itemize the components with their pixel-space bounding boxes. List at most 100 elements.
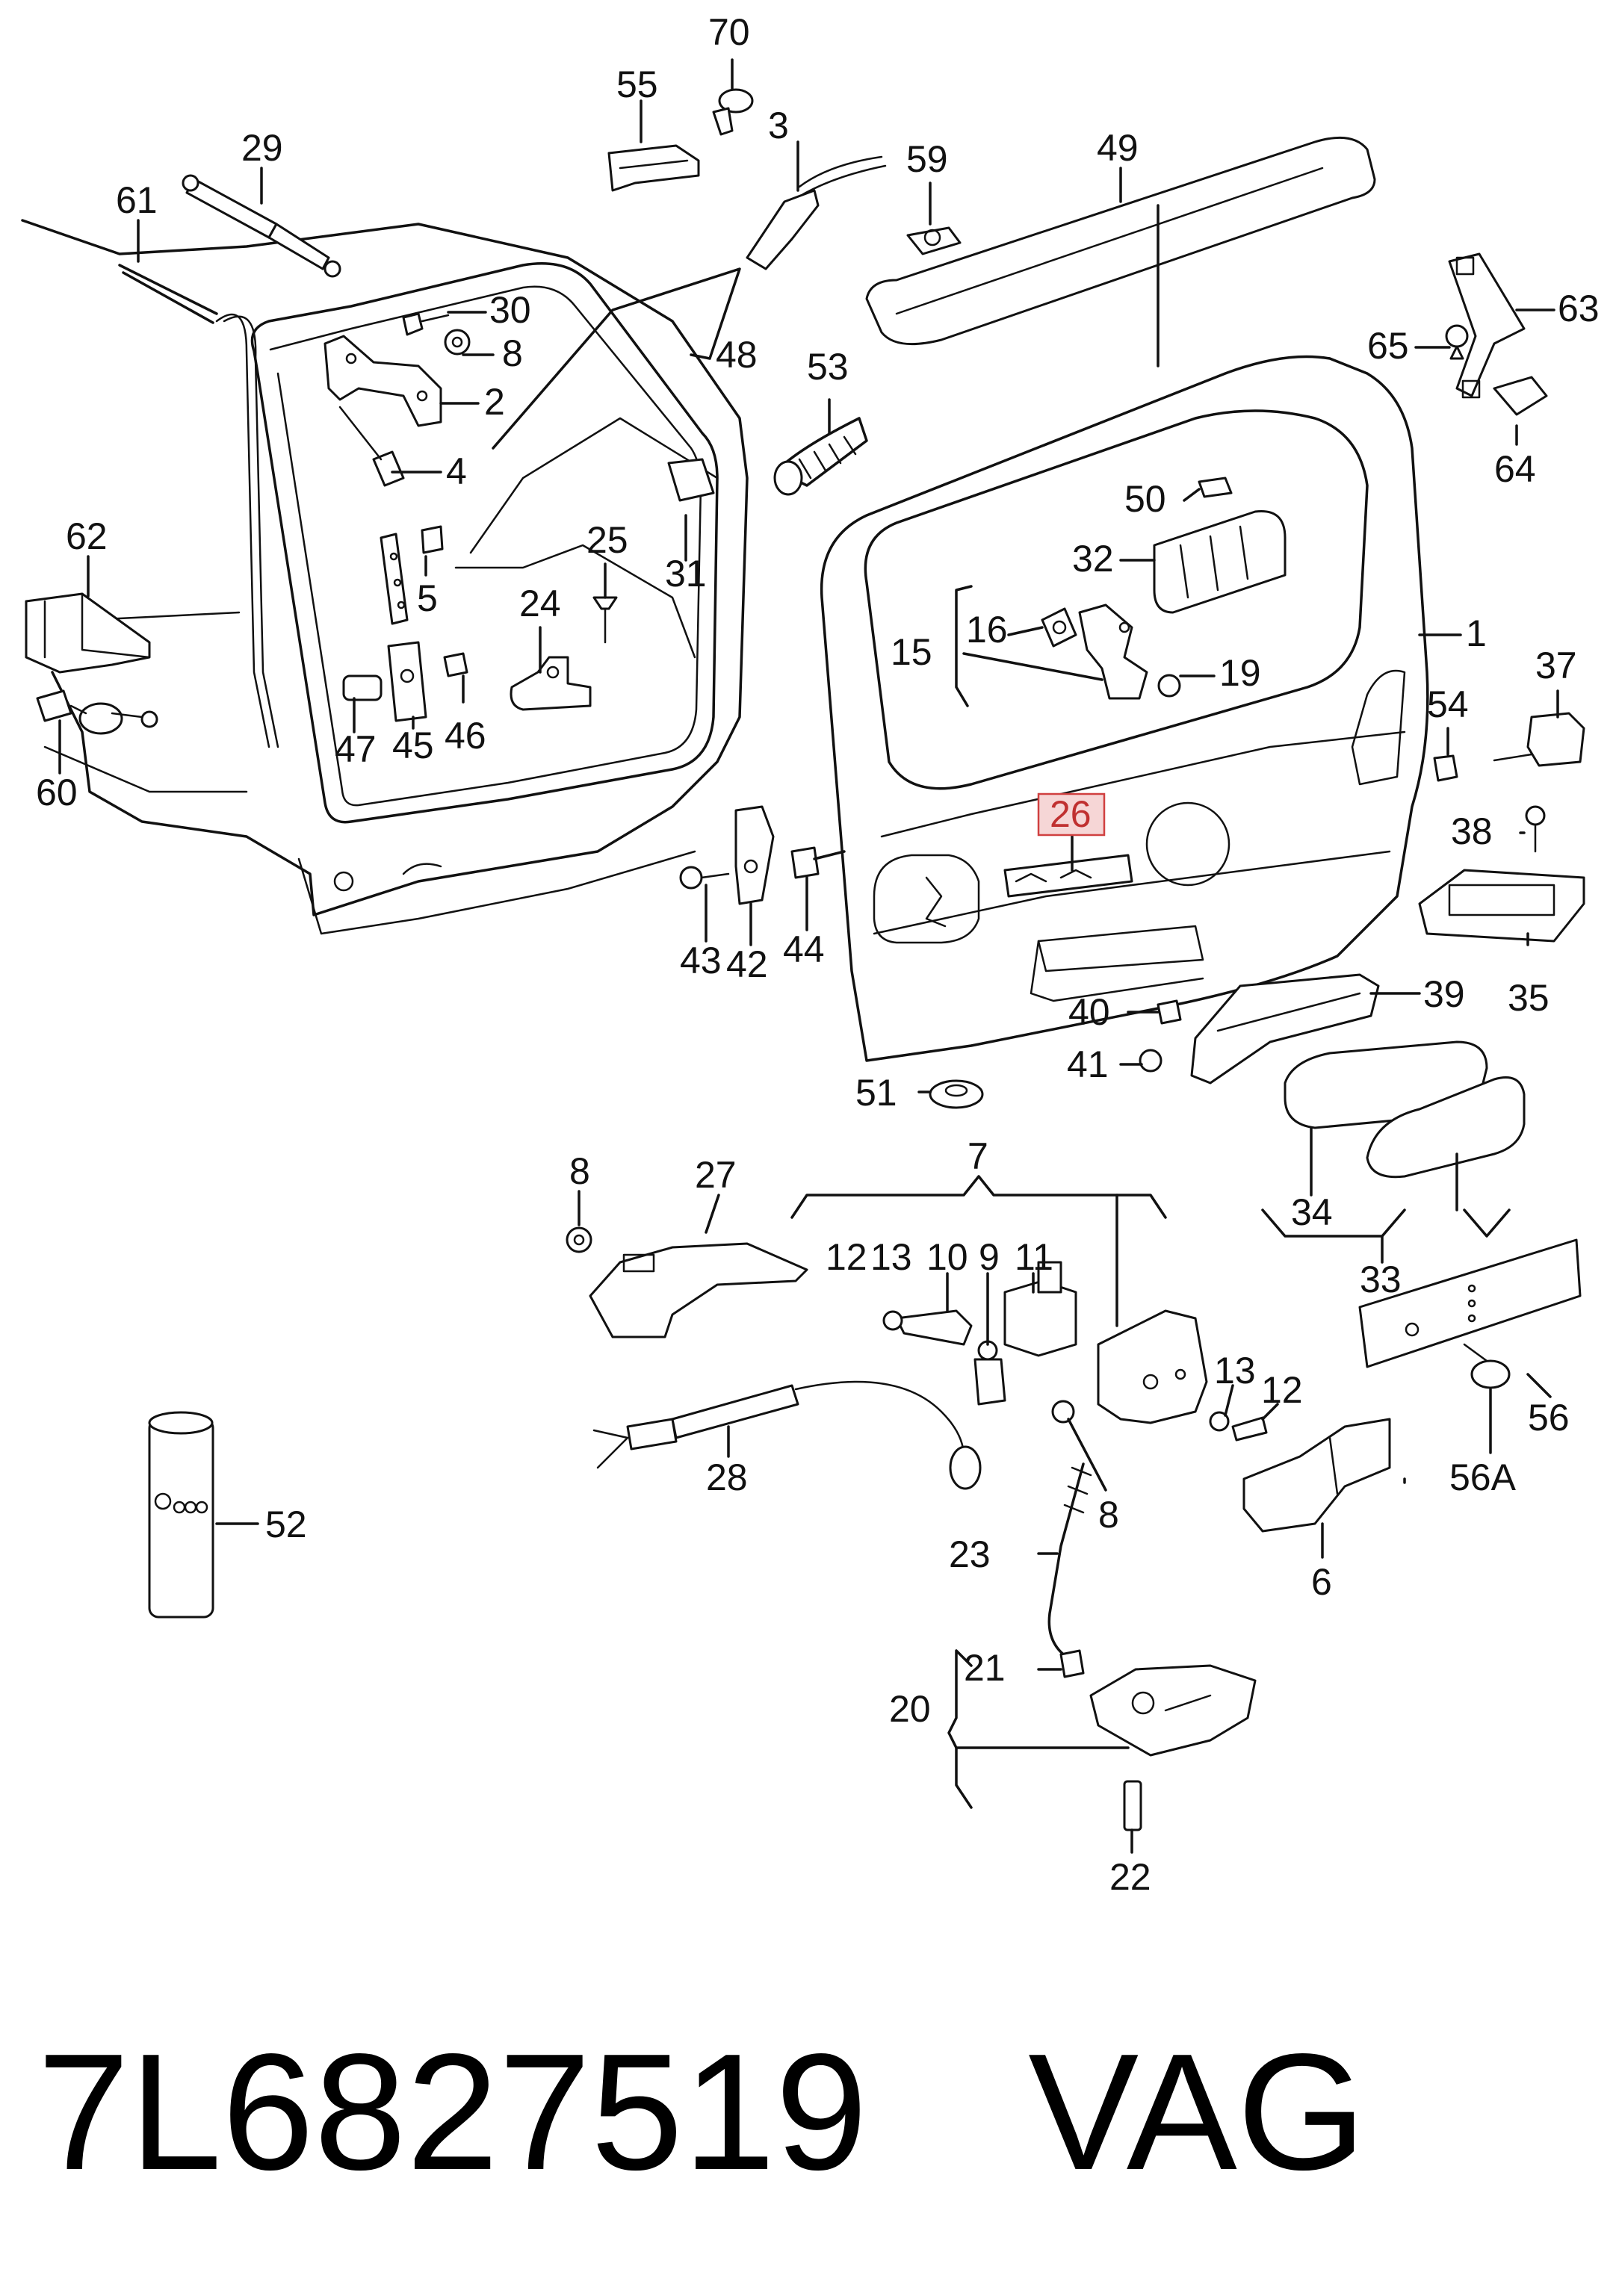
label-1: 1 <box>1466 612 1487 654</box>
label-48: 48 <box>716 334 758 376</box>
part-60-connector <box>36 689 158 735</box>
part-number: 7L6827519 <box>37 2020 868 2205</box>
label-3: 3 <box>768 105 789 146</box>
label-60: 60 <box>36 772 78 813</box>
label-4: 4 <box>446 450 467 492</box>
part-8-nut-mid <box>566 1226 592 1253</box>
part-52-aerosol-can <box>148 1411 214 1619</box>
part-55-bracket <box>607 144 700 192</box>
part-56A-screw <box>1463 1343 1511 1389</box>
part-59-nut <box>906 226 962 255</box>
label-27: 27 <box>695 1154 737 1196</box>
label-42: 42 <box>726 943 768 985</box>
label-37: 37 <box>1535 645 1577 686</box>
label-25: 25 <box>586 519 628 561</box>
part-51-grommet <box>929 1079 984 1109</box>
part-40-bolt <box>1157 999 1182 1025</box>
label-62: 62 <box>66 515 108 557</box>
label-8: 8 <box>502 332 523 374</box>
label-64: 64 <box>1494 448 1536 490</box>
label-15: 15 <box>891 631 932 673</box>
label-12: 12 <box>826 1236 867 1278</box>
part-44-bushing <box>790 846 820 879</box>
part-33-handle <box>1366 1076 1526 1179</box>
label-53: 53 <box>807 346 849 388</box>
part-11-actuator <box>1003 1261 1077 1357</box>
part-6-bracket <box>1242 1418 1391 1533</box>
label-56: 56 <box>1528 1397 1570 1439</box>
part-26-clip-inserts <box>1003 854 1133 898</box>
part-54-bushing <box>1433 754 1458 782</box>
label-55: 55 <box>616 63 658 105</box>
part-46-bolt <box>443 652 468 677</box>
label-19: 19 <box>1219 652 1261 694</box>
part-9-rod-end <box>973 1340 1006 1406</box>
part-32-cover <box>1153 509 1287 614</box>
part-39-handle-mount <box>1190 973 1380 1085</box>
label-47: 47 <box>335 728 377 770</box>
label-40: 40 <box>1068 991 1110 1033</box>
label-44: 44 <box>783 928 825 970</box>
label-35: 35 <box>1508 977 1550 1019</box>
part-21-clip <box>1059 1649 1085 1678</box>
part-23-rod <box>1047 1462 1092 1660</box>
label-26: 26 <box>1050 793 1092 835</box>
part-5-pin <box>380 525 444 625</box>
label-61: 61 <box>116 179 158 221</box>
label-8-mid: 8 <box>569 1150 590 1192</box>
label-46: 46 <box>445 715 486 757</box>
part-37-switch <box>1493 712 1585 767</box>
part-29-gas-strut <box>182 174 341 278</box>
part-22-screw <box>1123 1780 1142 1831</box>
label-9: 9 <box>979 1236 1000 1278</box>
footer-caption: 7L6827519 VAG <box>37 2023 1576 2202</box>
part-10-lever <box>882 1309 973 1346</box>
label-52: 52 <box>265 1504 307 1545</box>
label-23: 23 <box>949 1533 991 1575</box>
part-47-bushing <box>342 674 383 701</box>
label-24: 24 <box>519 583 561 624</box>
part-49-spoiler <box>865 136 1376 346</box>
label-26-highlighted: 26 <box>1037 792 1106 837</box>
leader-lines <box>58 58 1559 1854</box>
brand-name: VAG <box>1028 2020 1366 2205</box>
part-65-screw <box>1445 324 1469 360</box>
part-16-buffer <box>1041 607 1077 648</box>
part-12-bolt <box>1231 1416 1268 1442</box>
part-8-nut-low <box>1051 1400 1075 1424</box>
part-4-screw <box>338 406 405 487</box>
part-labels: 70 55 3 29 61 59 49 30 8 2 4 48 53 63 65… <box>36 11 1600 1898</box>
body-opening-frame <box>21 219 749 935</box>
label-29: 29 <box>241 127 283 169</box>
label-70: 70 <box>708 11 750 53</box>
part-63-bracket <box>1448 252 1526 399</box>
label-8-low: 8 <box>1098 1494 1119 1536</box>
part-24-bracket <box>510 656 592 711</box>
label-16: 16 <box>966 609 1008 651</box>
label-28: 28 <box>706 1456 748 1498</box>
part-3-wiring-harness <box>746 155 887 270</box>
part-35-lamp <box>1418 869 1585 943</box>
label-63: 63 <box>1558 288 1600 329</box>
label-32: 32 <box>1072 538 1114 580</box>
label-49: 49 <box>1097 127 1139 169</box>
label-51: 51 <box>855 1072 897 1114</box>
part-38-screw <box>1525 805 1546 853</box>
part-45-bracket <box>387 641 427 722</box>
label-6: 6 <box>1311 1561 1332 1603</box>
part-41-nut <box>1139 1049 1163 1073</box>
label-50: 50 <box>1124 478 1166 520</box>
label-22: 22 <box>1109 1856 1151 1898</box>
label-43: 43 <box>680 940 722 981</box>
part-28-cable <box>592 1380 982 1490</box>
part-62-bracket <box>25 592 151 674</box>
part-42-bracket <box>734 805 775 905</box>
label-34: 34 <box>1291 1191 1333 1233</box>
label-7: 7 <box>968 1135 988 1177</box>
label-56A: 56A <box>1449 1456 1517 1498</box>
part-53-grommet <box>773 417 868 496</box>
part-50-clip <box>1198 477 1233 498</box>
label-5: 5 <box>417 577 438 619</box>
label-65: 65 <box>1367 325 1409 367</box>
